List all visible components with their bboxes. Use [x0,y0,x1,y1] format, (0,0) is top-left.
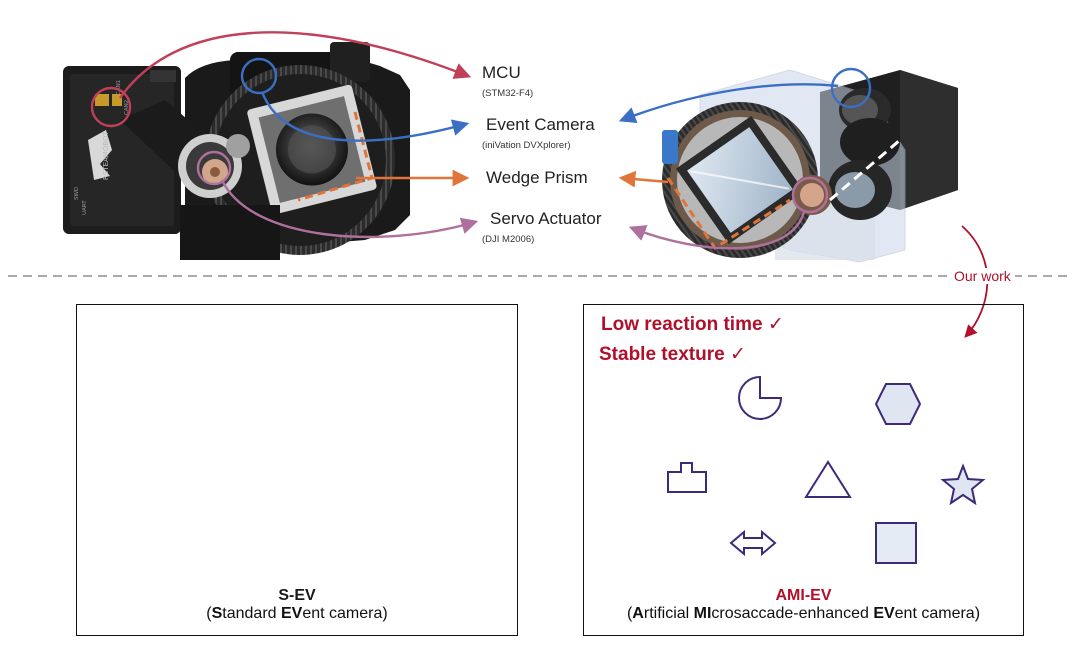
sev-title: S-EV [77,587,517,605]
claim-text: Low reaction time [601,314,763,335]
servo-actuator-label: Servo Actuator [490,209,602,229]
subtitle-text: tandard [222,605,281,622]
our-work-label: Our work [950,268,1015,284]
subtitle-emphasis: A [632,605,644,622]
event-camera-label: Event Camera [486,115,595,135]
servo-actuator-detail: (DJI M2006) [482,234,534,245]
amiev-panel: Low reaction time ✓ Stable texture ✓ AMI… [583,304,1024,636]
amiev-caption: AMI-EV (Artificial MIcrosaccade-enhanced… [584,587,1023,623]
pin-label: SWD [74,187,80,200]
subtitle-emphasis: EV [873,605,894,622]
wedge-prism-label: Wedge Prism [486,168,588,188]
sev-panel: S-EV (Standard EVent camera) [76,304,518,636]
sev-caption: S-EV (Standard EVent camera) [77,587,517,623]
subtitle-text: crosaccade-enhanced [711,605,873,622]
check-icon: ✓ [730,344,746,365]
subtitle-emphasis: EV [281,605,302,622]
left-device-render: RSTEAMOBOT CAN1 CAN2 SWD UART [63,42,410,260]
check-icon: ✓ [768,314,784,335]
pin-label: UART [82,200,88,215]
claim-text: Stable texture [599,344,725,365]
claim-low-reaction-time: Low reaction time ✓ [601,313,784,336]
connector [662,130,678,164]
claim-stable-texture: Stable texture ✓ [599,343,746,366]
mcu-detail: (STM32-F4) [482,88,533,99]
subtitle-text: ent camera) [302,605,387,622]
amiev-subtitle: (Artificial MIcrosaccade-enhanced EVent … [584,605,1023,623]
subtitle-text: ent camera) [895,605,980,622]
mount-base [180,205,280,260]
subtitle-emphasis: S [212,605,223,622]
event-camera-detail: (iniVation DVXplorer) [482,140,571,151]
subtitle-emphasis: MI [694,605,712,622]
subtitle-text: rtificial [644,605,694,622]
amiev-title: AMI-EV [584,587,1023,605]
sev-subtitle: (Standard EVent camera) [77,605,517,623]
prism-arrow-right [622,178,668,182]
board-logo-text: RSTEAMOBOT [102,130,110,180]
mcu-label: MCU [482,63,521,83]
pin-label: CAN1 [116,80,122,95]
